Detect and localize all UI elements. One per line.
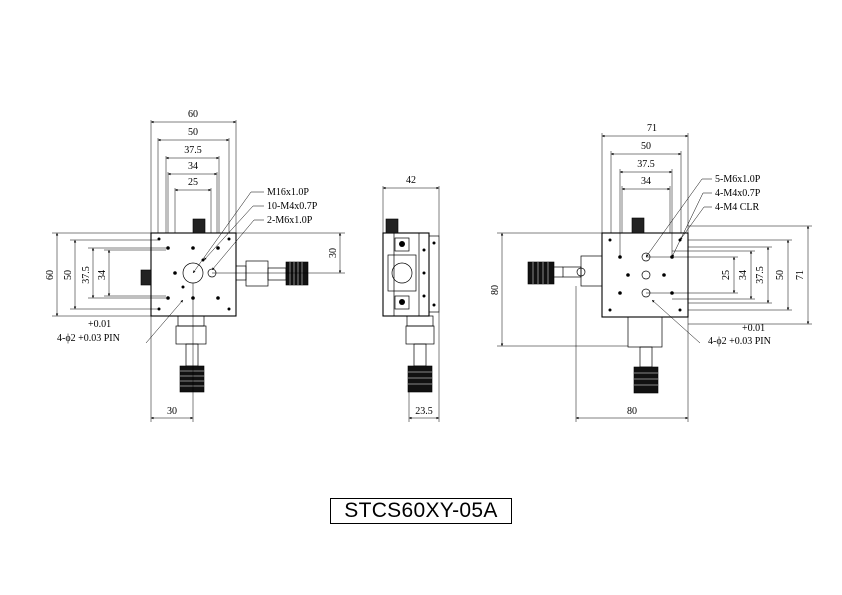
left-dim-left-60: 60 bbox=[45, 270, 56, 280]
right-dim-left-80: 80 bbox=[490, 285, 501, 295]
right-dim-right-50: 50 bbox=[775, 270, 786, 280]
right-dim-top-37-5: 37.5 bbox=[637, 159, 655, 170]
middle-dim-top-42: 42 bbox=[406, 175, 416, 186]
left-view: 60 50 37.5 34 25 60 50 37.5 34 30 30 M16… bbox=[45, 109, 345, 422]
right-stage-body bbox=[601, 232, 689, 318]
left-dim-top-60: 60 bbox=[188, 109, 198, 120]
right-dim-top-34: 34 bbox=[641, 176, 651, 187]
left-dim-top-50: 50 bbox=[188, 127, 198, 138]
middle-body bbox=[382, 232, 430, 317]
right-pin-tolerance: +0.01 bbox=[742, 323, 765, 334]
right-dim-bottom-80: 80 bbox=[627, 406, 637, 417]
left-callout-m16: M16x1.0P bbox=[267, 187, 309, 198]
left-dim-top-34: 34 bbox=[188, 161, 198, 172]
right-view: 71 50 37.5 34 80 80 25 34 37.5 50 71 5-M… bbox=[490, 123, 812, 422]
left-top-knob bbox=[192, 218, 206, 234]
left-dim-left-37-5: 37.5 bbox=[81, 266, 92, 284]
left-callout-m6: 2-M6x1.0P bbox=[267, 215, 313, 226]
left-holes bbox=[157, 237, 231, 311]
left-bottom-dimension bbox=[150, 283, 194, 422]
right-callout-m6: 5-M6x1.0P bbox=[715, 174, 761, 185]
middle-dim-bottom-23-5: 23.5 bbox=[415, 406, 433, 417]
right-dim-top-71: 71 bbox=[647, 123, 657, 134]
left-side-block bbox=[140, 269, 152, 286]
left-pin-label: 4-ϕ2 +0.03 PIN bbox=[57, 333, 120, 344]
right-dim-top-50: 50 bbox=[641, 141, 651, 152]
middle-view: 42 23.5 bbox=[382, 175, 440, 422]
left-dim-top-37-5: 37.5 bbox=[184, 145, 202, 156]
left-dim-left-50: 50 bbox=[63, 270, 74, 280]
model-title: STCS60XY-05A bbox=[330, 498, 512, 524]
right-pin-label: 4-ϕ2 +0.03 PIN bbox=[708, 336, 771, 347]
right-callout-m4: 4-M4x0.7P bbox=[715, 188, 761, 199]
left-left-dimensions bbox=[52, 232, 166, 317]
right-callout-clr: 4-M4 CLR bbox=[715, 202, 760, 213]
left-stage-body bbox=[150, 232, 237, 317]
left-bottom-micrometer bbox=[175, 315, 207, 393]
right-dim-right-34: 34 bbox=[738, 270, 749, 280]
left-right-micrometer bbox=[235, 260, 309, 287]
left-pin-tolerance: +0.01 bbox=[88, 319, 111, 330]
left-dim-top-25: 25 bbox=[188, 177, 198, 188]
left-dim-left-34: 34 bbox=[97, 270, 108, 280]
left-dim-right-30: 30 bbox=[328, 248, 339, 258]
right-dim-right-71: 71 bbox=[795, 270, 806, 280]
left-right-dimension bbox=[212, 232, 345, 274]
left-top-dimensions bbox=[150, 120, 237, 233]
right-dim-right-37-5: 37.5 bbox=[755, 266, 766, 284]
left-callout-m4: 10-M4x0.7P bbox=[267, 201, 318, 212]
left-dim-bottom-30: 30 bbox=[167, 406, 177, 417]
left-callout-leaders bbox=[145, 191, 264, 344]
right-dim-right-25: 25 bbox=[721, 270, 732, 280]
